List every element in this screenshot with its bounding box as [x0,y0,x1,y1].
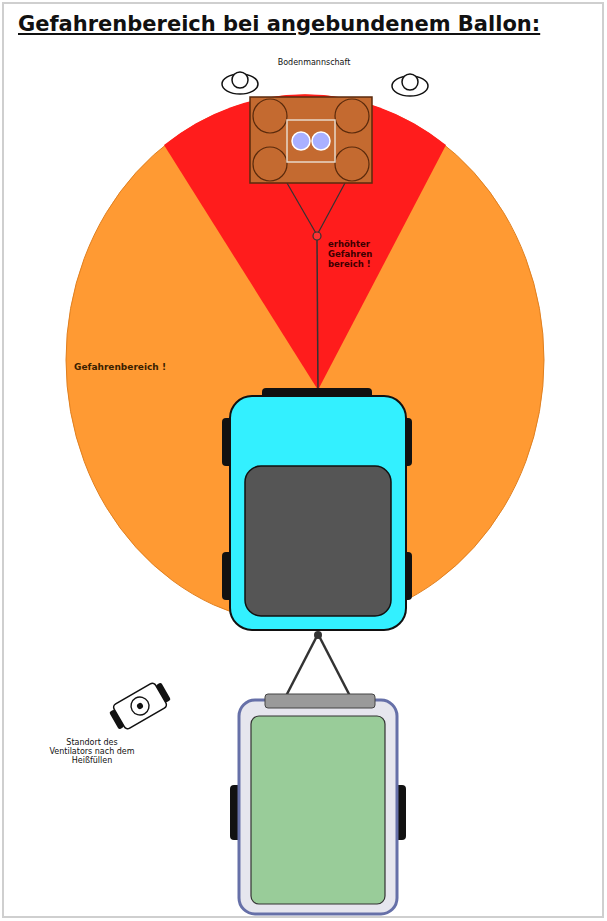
burner-tank [253,147,287,181]
fan-location-note: Standort des Ventilators nach dem Heißfü… [44,738,140,766]
tether-ring [313,232,321,240]
car-body [230,396,406,630]
tether-line [287,183,317,235]
basket [250,97,372,183]
car-wheel [222,552,234,600]
car-bumper [262,388,372,400]
tether-line [317,183,345,235]
car-wheel [400,552,412,600]
passenger [292,132,310,150]
basket-frame [287,120,335,162]
trailer-load [251,716,385,904]
fan-hub [136,702,144,710]
crew-person [392,74,428,96]
fan [107,679,173,733]
title: Gefahrenbereich bei angebundenem Ballon: [18,12,540,36]
fan-housing [112,682,168,730]
zone-label: erhöhter Gefahren bereich ! [328,240,380,269]
trailer-front [265,694,375,708]
tether-line [317,239,318,392]
crew-shoulders [392,76,428,96]
high-danger-zone-outline [164,94,446,390]
danger-zone-outline [66,95,544,625]
high-danger-zone: erhöhter Gefahren bereich ! [130,94,490,394]
burner-tank [335,147,369,181]
car-wheel [222,418,234,466]
drawbar [286,634,318,696]
zone-label: Gefahrenbereich ! [74,362,194,372]
page-frame [3,3,603,917]
burner-tank [253,99,287,133]
crew-shoulders [222,74,258,94]
drawbar [318,634,350,696]
burner-tank [335,99,369,133]
fan-wheel [156,682,171,702]
high-danger-zone-shape [130,94,490,394]
crew-head [402,74,418,90]
trailer-wheel [394,785,406,840]
passenger [312,132,330,150]
fan-rotor [128,694,153,719]
car-wheel [400,418,412,466]
trailer-body [239,700,397,914]
fan-wheel [109,709,124,729]
trailer-wheel [230,785,242,840]
crew-head [232,72,248,88]
crew-person [222,72,258,94]
car-roof [245,466,391,616]
hitch-ball [314,631,322,639]
crew-label: Bodenmannschaft [254,58,374,67]
danger-zone: Gefahrenbereich ! erhöhter Gefahren berei… [65,94,545,626]
